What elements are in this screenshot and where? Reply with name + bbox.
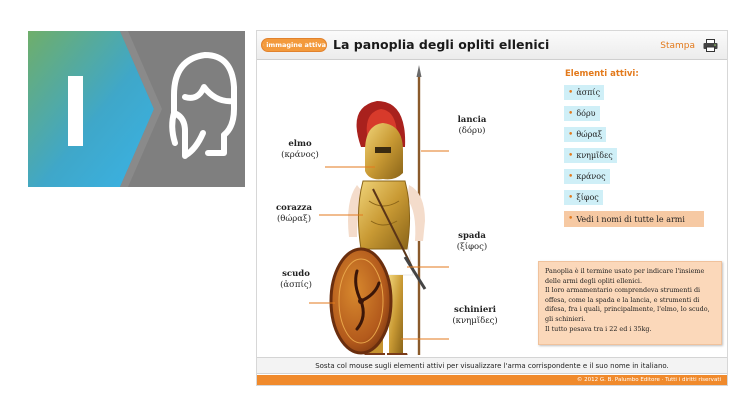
label-schinieri[interactable]: schinieri (κνημῖδες) [452, 305, 498, 326]
sword [403, 256, 427, 290]
print-label[interactable]: Stampa [660, 40, 695, 51]
printer-icon[interactable] [703, 39, 718, 52]
publisher-logo [28, 31, 245, 187]
instruction-bar: Sosta col mouse sugli elementi attivi pe… [257, 357, 727, 374]
greaves [389, 275, 403, 353]
bullet-icon: • [568, 108, 574, 119]
label-lancia[interactable]: lancia (δόρυ) [457, 115, 487, 136]
active-item-thorax[interactable]: •θώραξ [564, 127, 607, 142]
bullet-icon: • [568, 214, 574, 224]
copyright-footer: © 2012 G. B. Palumbo Editore · Tutti i d… [257, 375, 727, 385]
page-title: La panoplia degli opliti ellenici [333, 37, 550, 52]
hoplite-illustration [309, 65, 449, 355]
label-spada[interactable]: spada (ξίφος) [456, 231, 488, 252]
eye-icon [263, 44, 265, 46]
label-scudo[interactable]: scudo (ἀσπίς) [280, 269, 312, 290]
bullet-icon: • [568, 192, 574, 203]
bullet-icon: • [568, 171, 574, 182]
active-item-xiphos[interactable]: •ξίφος [564, 190, 603, 205]
label-corazza[interactable]: corazza (θώραξ) [276, 203, 312, 224]
description-box: Panoplia è il termine usato per indicare… [538, 261, 722, 345]
active-image-badge: immagine attiva [261, 38, 327, 52]
description-line: Il tutto pesava tra i 22 ed i 35kg. [545, 324, 652, 333]
app-window: immagine attiva La panoplia degli opliti… [256, 30, 728, 386]
description-line: Panoplia è il termine usato per indicare… [545, 267, 705, 285]
label-elmo[interactable]: elmo (κράνος) [281, 139, 319, 160]
show-all-names-button[interactable]: •Vedi i nomi di tutte le armi [564, 211, 704, 227]
bullet-icon: • [568, 150, 574, 161]
print-button[interactable]: Stampa [660, 39, 718, 52]
active-item-kranos[interactable]: •κράνος [564, 169, 610, 184]
active-item-dory[interactable]: •δόρυ [564, 106, 600, 121]
bullet-icon: • [568, 87, 574, 98]
content-stage: lancia (δόρυ) elmo (κράνος) corazza (θώρ… [257, 61, 727, 355]
cuirass [357, 180, 411, 250]
active-elements-title: Elementi attivi: [565, 69, 639, 79]
description-line: Il loro armamentario comprendeva strumen… [545, 286, 710, 323]
header-bar: immagine attiva La panoplia degli opliti… [257, 31, 727, 60]
bullet-icon: • [568, 129, 574, 140]
active-item-knemides[interactable]: •κνημῖδες [564, 148, 617, 163]
active-item-aspis[interactable]: •ἀσπίς [564, 85, 605, 100]
publisher-logo-icon [28, 31, 245, 187]
badge-label: immagine attiva [266, 41, 326, 49]
